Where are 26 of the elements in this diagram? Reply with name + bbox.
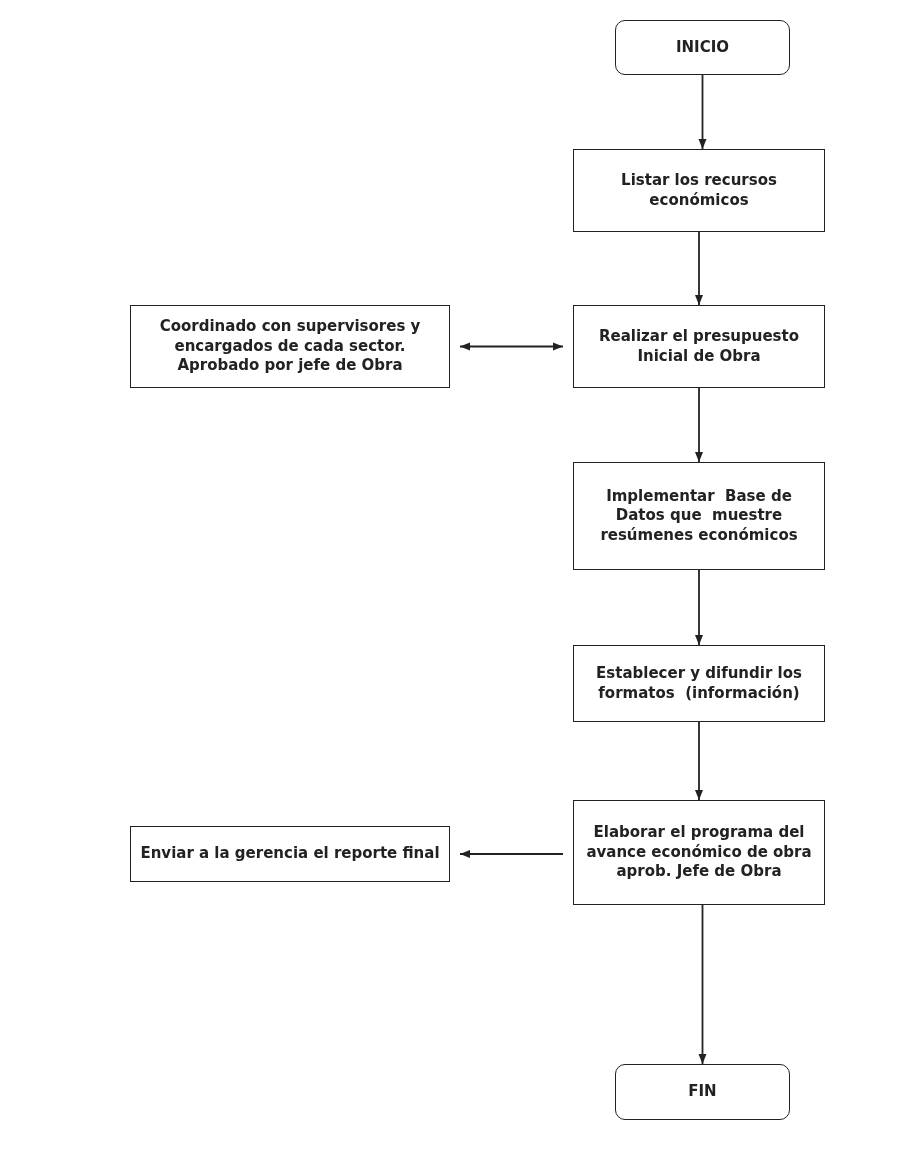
arrow <box>695 387 703 463</box>
process-box <box>573 149 825 232</box>
arrow <box>459 342 564 351</box>
process-box <box>573 645 825 722</box>
box-text: Realizar el presupuesto Inicial de Obra <box>597 327 800 366</box>
terminal-box <box>615 1064 790 1120</box>
box-text: Establecer y difundir los formatos (información) <box>595 664 803 703</box>
box-text: Enviar a la gerencia el reporte final <box>140 844 440 864</box>
box-text: Elaborar el programa del avance económico de obra aprob. Jefe de Obra <box>585 823 813 882</box>
terminal-box <box>615 20 790 75</box>
box-text: FIN <box>688 1082 717 1102</box>
arrow <box>698 904 707 1065</box>
process-box <box>130 305 450 388</box>
arrow <box>695 721 703 801</box>
arrow <box>695 569 703 646</box>
process-box <box>130 826 450 882</box>
arrow <box>698 74 707 150</box>
box-text: Coordinado con supervisores y encargados de cada sector. Aprobado por jefe de Obra <box>158 317 422 376</box>
arrow <box>459 850 564 858</box>
box-text: Listar los recursos económicos <box>620 171 778 210</box>
process-box <box>573 800 825 905</box>
arrow <box>695 231 703 306</box>
process-box <box>573 462 825 570</box>
process-box <box>573 305 825 388</box>
box-text: Implementar Base de Datos que muestre resúmenes económicos <box>599 486 799 546</box>
box-text: INICIO <box>675 37 730 58</box>
